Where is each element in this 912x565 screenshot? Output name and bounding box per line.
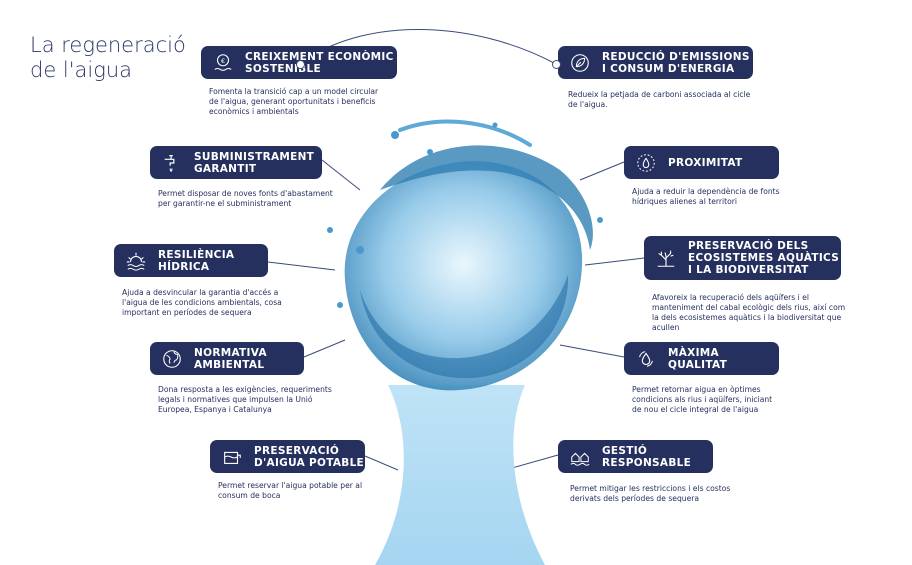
- sun-waves-icon: [122, 249, 150, 273]
- connector-dot: [552, 60, 561, 69]
- card-label: GESTIÓ RESPONSABLE: [602, 444, 692, 469]
- tank-icon: [218, 445, 246, 469]
- card-normativa-ambiental: NORMATIVA AMBIENTAL: [150, 342, 304, 375]
- card-gestio-responsable: GESTIÓ RESPONSABLE: [558, 440, 713, 473]
- card-label: PRESERVACIÓ D'AIGUA POTABLE: [254, 444, 365, 469]
- coin-waves-icon: €: [209, 51, 237, 75]
- card-description: Permet disposar de noves fonts d'abastam…: [158, 189, 333, 208]
- leaf-icon: [566, 51, 594, 75]
- card-preservacio-ecosistemes: PRESERVACIÓ DELS ECOSISTEMES AQUÀTICS I …: [644, 236, 841, 280]
- drop-target-icon: [632, 151, 660, 175]
- card-creixement-economic: € CREIXEMENT ECONÒMIC SOSTENIBLE: [201, 46, 397, 79]
- card-description: Ajuda a desvincular la garantia d'accés …: [122, 288, 282, 317]
- coral-icon: [652, 246, 680, 270]
- card-label: MÀXIMA QUALITAT: [668, 346, 728, 371]
- card-label: NORMATIVA AMBIENTAL: [194, 346, 267, 371]
- card-label: SUBMINISTRAMENT GARANTIT: [194, 150, 315, 175]
- card-label: PRESERVACIÓ DELS ECOSISTEMES AQUÀTICS I …: [688, 240, 840, 276]
- card-subministrament-garantit: SUBMINISTRAMENT GARANTIT: [150, 146, 322, 179]
- page-title: La regeneració de l'aigua: [30, 33, 186, 82]
- svg-text:€: €: [221, 57, 225, 65]
- card-reduccio-emissions: REDUCCIÓ D'EMISSIONS I CONSUM D'ENERGIA: [558, 46, 753, 79]
- card-description: Permet retornar aigua en òptimes condici…: [632, 385, 773, 414]
- card-resiliencia-hidrica: RESILIÈNCIA HÍDRICA: [114, 244, 268, 277]
- water-splash-illustration: [327, 119, 603, 565]
- recycle-drop-icon: [632, 347, 660, 371]
- card-label: REDUCCIÓ D'EMISSIONS I CONSUM D'ENERGIA: [602, 50, 750, 75]
- card-description: Ajuda a reduir la dependència de fonts h…: [632, 187, 780, 206]
- card-description: Afavoreix la recuperació dels aqüífers i…: [652, 293, 846, 332]
- card-description: Fomenta la transició cap a un model circ…: [209, 87, 379, 116]
- faucet-icon: [158, 151, 186, 175]
- card-label: PROXIMITAT: [668, 156, 743, 169]
- houses-water-icon: [566, 445, 594, 469]
- card-description: Permet mitigar les restriccions i els co…: [570, 484, 731, 503]
- card-label: RESILIÈNCIA HÍDRICA: [158, 248, 235, 273]
- card-description: Redueix la petjada de carboni associada …: [568, 90, 751, 109]
- card-description: Permet reservar l'aigua potable per al c…: [218, 481, 363, 500]
- connector-dot: [296, 60, 305, 69]
- card-label: CREIXEMENT ECONÒMIC SOSTENIBLE: [245, 50, 394, 75]
- card-maxima-qualitat: MÀXIMA QUALITAT: [624, 342, 779, 375]
- card-description: Dona resposta a les exigències, requerim…: [158, 385, 332, 414]
- globe-icon: [158, 347, 186, 371]
- card-proximitat: PROXIMITAT: [624, 146, 779, 179]
- card-preservacio-aigua-potable: PRESERVACIÓ D'AIGUA POTABLE: [210, 440, 365, 473]
